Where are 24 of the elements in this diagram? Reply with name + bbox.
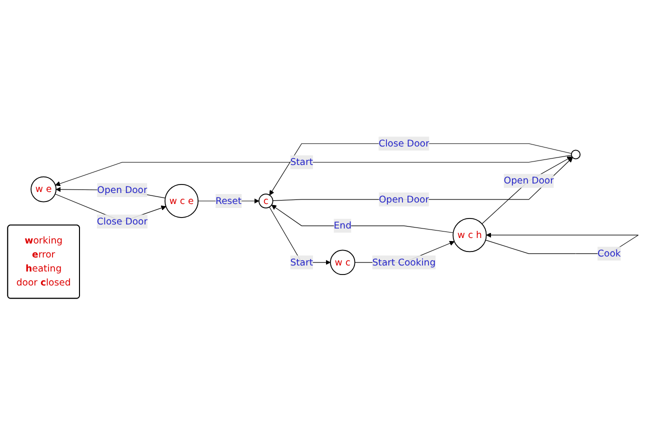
edge-label: End: [333, 219, 351, 231]
arrow: [481, 156, 572, 224]
edge-label: Start Cooking: [372, 256, 436, 268]
arrow: [270, 204, 454, 233]
edge-label: Start: [290, 256, 312, 268]
edge-label: Cook: [597, 247, 620, 258]
node-circle: [570, 149, 580, 159]
node-circle: w c e: [164, 184, 198, 218]
edge-label: Close Door: [378, 137, 429, 148]
arrow: [54, 154, 572, 186]
node-circle: w c: [330, 249, 355, 275]
edge-label: Open Door: [378, 193, 429, 204]
node-circle: w e: [30, 176, 56, 202]
edge-label: Open Door: [503, 174, 554, 186]
edge-label: Start: [290, 156, 312, 167]
arrow: [484, 232, 638, 254]
edge-label: Open Door: [96, 184, 147, 195]
arrow: [272, 156, 572, 201]
arrow: [268, 142, 572, 195]
edge-label: Reset: [215, 194, 242, 206]
arrow: [268, 206, 330, 264]
node-circle: w c h: [452, 218, 486, 252]
edge-label: Close Door: [96, 215, 148, 226]
node-circle: c: [258, 193, 273, 208]
